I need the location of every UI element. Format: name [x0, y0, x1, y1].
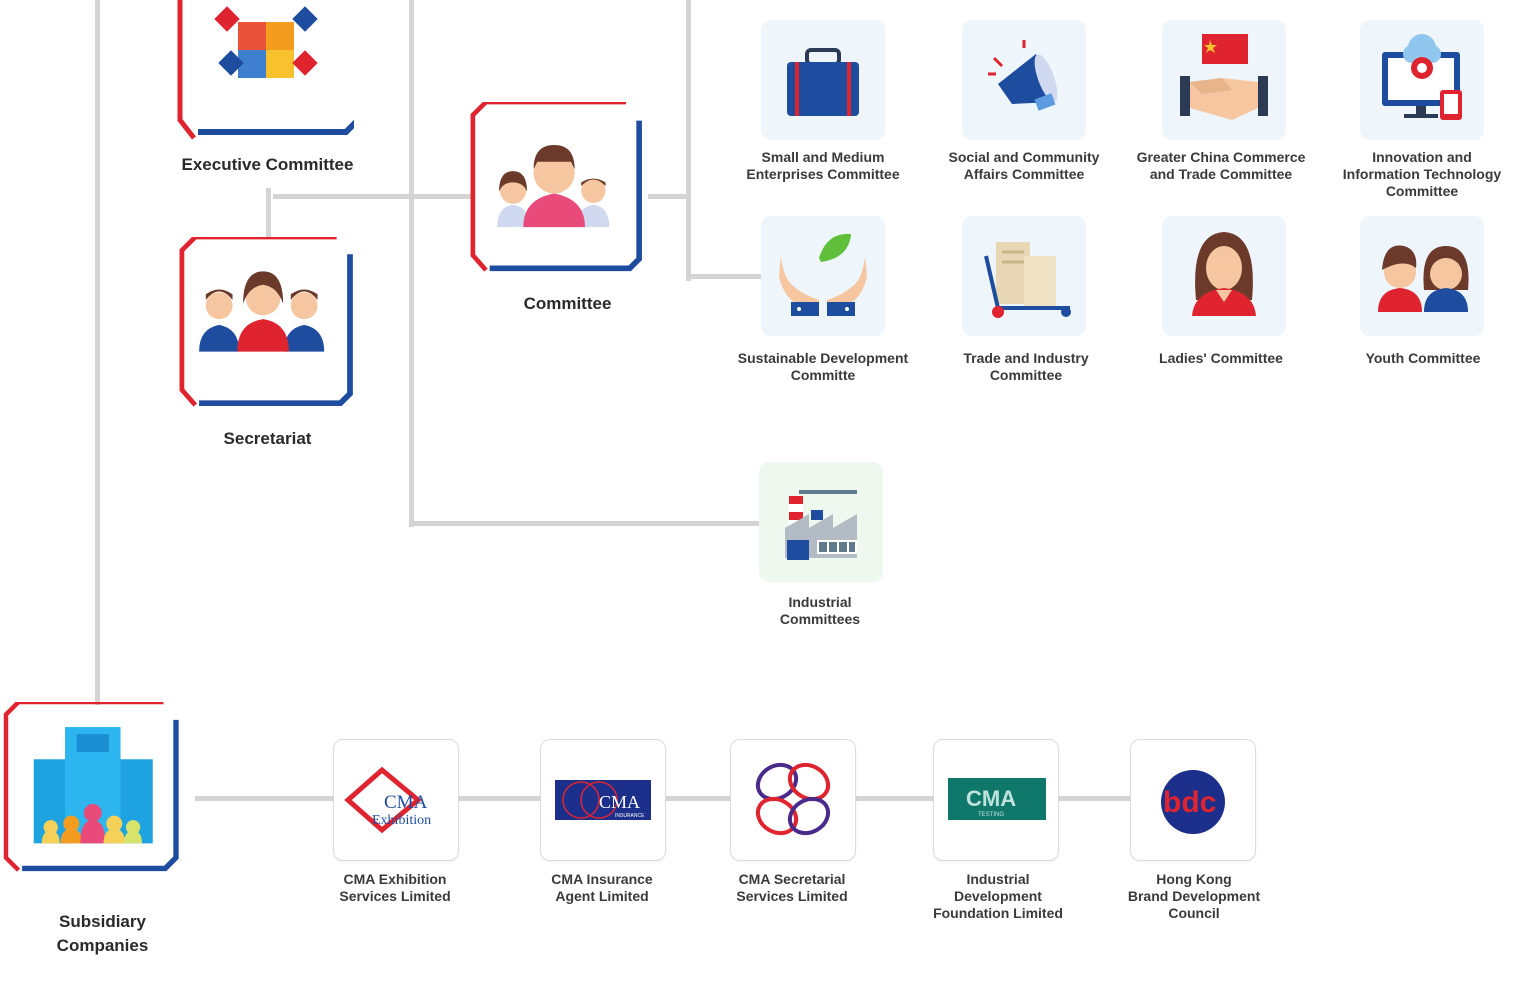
committee-link-line — [273, 194, 471, 199]
sustainable-link-line — [686, 274, 762, 279]
committee-node[interactable] — [467, 102, 645, 272]
handshake-flag-icon — [1180, 34, 1268, 120]
cma-insurance-logo-insurance: INSURANCE — [615, 813, 645, 819]
woman-icon — [1192, 232, 1256, 316]
cma-exhibition-tile[interactable]: CMA Exhibition — [333, 739, 459, 861]
cma-secretarial-label: CMA Secretarial Services Limited — [736, 871, 848, 904]
sustainable-committee-tile[interactable] — [761, 216, 885, 336]
youth-icon — [1378, 245, 1469, 312]
cma-insurance-tile[interactable]: CMA INSURANCE — [540, 739, 666, 861]
industrial-development-label: Industrial Development Foundation Limite… — [933, 871, 1063, 921]
industrial-committees-tile[interactable] — [759, 462, 883, 582]
ladies-committee-tile[interactable] — [1162, 216, 1286, 336]
team-people-icon — [470, 102, 642, 272]
cma-secretarial-logo — [755, 762, 831, 836]
cma-exhibition-label: CMA Exhibition Services Limited — [339, 871, 451, 904]
social-committee-tile[interactable] — [962, 20, 1086, 140]
committee-right-line — [648, 194, 688, 199]
hk-brand-council-tile[interactable]: bdc — [1130, 739, 1256, 861]
cma-testing-logo-cma: CMA — [966, 786, 1016, 811]
industrial-committees-label: Industrial Committees — [779, 594, 861, 627]
bdc-logo: bdc — [1161, 770, 1225, 834]
executive-committee-node[interactable] — [176, 0, 354, 140]
subsidiary-companies-label: Subsidiary Companies — [56, 912, 149, 955]
social-committee-label: Social and Community Affairs Committee — [948, 149, 1100, 182]
industrial-development-tile[interactable]: CMA TESTING — [933, 739, 1059, 861]
cma-testing-logo-testing: TESTING — [978, 812, 1004, 818]
cma-exhibition-logo-cma: CMA — [384, 792, 428, 813]
staff-group-icon — [179, 237, 353, 407]
subsidiary-companies-node[interactable] — [2, 702, 180, 872]
puzzle-hands-icon — [177, 0, 354, 140]
hk-brand-council-label: Hong Kong Brand Development Council — [1127, 871, 1261, 921]
industrial-link-line — [409, 521, 761, 526]
megaphone-icon — [988, 40, 1058, 111]
secretariat-node[interactable] — [176, 237, 354, 407]
cma-testing-logo: CMA TESTING — [948, 778, 1046, 820]
trunk-line-right — [686, 0, 691, 281]
trade-industry-committee-label: Trade and Industry Committee — [963, 350, 1089, 383]
executive-committee-label: Executive Committee — [181, 155, 354, 174]
sustainable-committee-label: Sustainable Development Committe — [737, 350, 909, 383]
factory-icon — [785, 490, 857, 560]
briefcase-icon — [787, 48, 859, 116]
china-trade-committee-tile[interactable] — [1162, 20, 1286, 140]
china-trade-committee-label: Greater China Commerce and Trade Committ… — [1136, 149, 1306, 182]
cma-insurance-logo-cma: CMA — [599, 792, 640, 812]
hand-truck-icon — [984, 242, 1071, 318]
trunk-line-left — [95, 0, 100, 705]
office-building-icon — [3, 702, 179, 872]
computer-gear-icon — [1382, 34, 1462, 120]
youth-committee-tile[interactable] — [1360, 216, 1484, 336]
cma-secretarial-tile[interactable] — [730, 739, 856, 861]
secretariat-label: Secretariat — [223, 429, 312, 448]
exec-secretariat-line — [266, 188, 271, 238]
cma-insurance-label: CMA Insurance Agent Limited — [551, 871, 653, 904]
cma-insurance-logo: CMA INSURANCE — [555, 780, 651, 820]
youth-committee-label: Youth Committee — [1365, 350, 1481, 366]
innovation-it-committee-label: Innovation and Information Technology Co… — [1342, 149, 1502, 199]
cma-exhibition-logo: CMA Exhibition — [344, 766, 431, 834]
innovation-it-committee-tile[interactable] — [1360, 20, 1484, 140]
cma-exhibition-logo-exhibition: Exhibition — [372, 813, 431, 828]
trunk-line-middle — [409, 0, 414, 527]
committee-label: Committee — [523, 294, 612, 313]
hands-leaf-icon — [779, 233, 867, 316]
sme-committee-label: Small and Medium Enterprises Committee — [746, 149, 900, 182]
ladies-committee-label: Ladies' Committee — [1159, 350, 1283, 366]
bdc-logo-text: bdc — [1163, 786, 1216, 819]
sme-committee-tile[interactable] — [761, 20, 885, 140]
trade-industry-committee-tile[interactable] — [962, 216, 1086, 336]
